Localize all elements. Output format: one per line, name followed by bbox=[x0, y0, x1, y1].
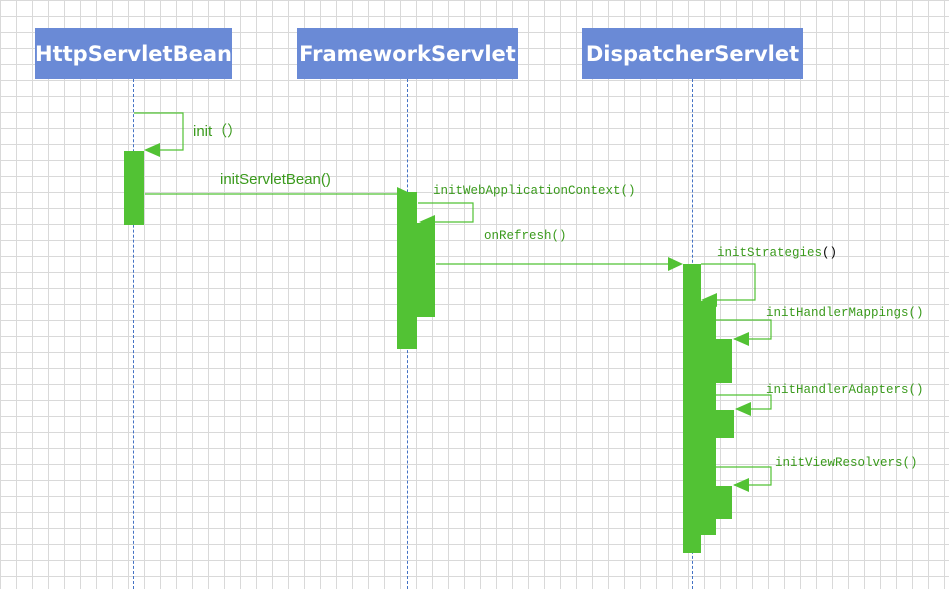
activation-dispatcher-servlet-nested bbox=[701, 301, 716, 535]
arrowhead-init-handler-adapters bbox=[735, 402, 751, 416]
label-init-handler-adapters: initHandlerAdapters() bbox=[766, 383, 924, 397]
label-init-web-application-context: initWebApplicationContext() bbox=[433, 184, 636, 198]
arrowhead-on-refresh bbox=[668, 257, 683, 271]
arrow-init bbox=[134, 112, 184, 151]
activation-http-servlet-bean-init bbox=[124, 151, 144, 225]
participant-http-servlet-bean: HttpServletBean bbox=[35, 28, 232, 79]
label-init: init（） bbox=[193, 123, 243, 140]
label-on-refresh: onRefresh() bbox=[484, 229, 567, 243]
label-init-strategies-name: initStrategies bbox=[717, 246, 823, 260]
arrowhead-init-servlet-bean bbox=[397, 187, 412, 201]
activation-init-view-resolvers bbox=[716, 486, 732, 519]
arrowhead-init bbox=[144, 143, 160, 157]
arrowhead-init-strategies bbox=[701, 293, 717, 307]
label-init-strategies-parens: () bbox=[822, 246, 838, 260]
label-init-strategies: initStrategies() bbox=[717, 246, 837, 260]
arrow-heads bbox=[144, 143, 751, 492]
arrowhead-init-handler-mappings bbox=[733, 332, 749, 346]
arrow-init-strategies bbox=[701, 263, 756, 301]
activation-init-handler-adapters bbox=[716, 410, 734, 438]
arrowhead-init-web-application-context bbox=[419, 215, 435, 229]
arrow-init-handler-mappings bbox=[716, 319, 772, 340]
arrowhead-init-view-resolvers bbox=[733, 478, 749, 492]
activation-framework-servlet bbox=[397, 192, 417, 349]
arrow-init-view-resolvers bbox=[716, 466, 772, 486]
arrow-lines bbox=[134, 112, 772, 486]
participant-dispatcher-servlet: DispatcherServlet bbox=[582, 28, 803, 79]
activation-init-handler-mappings bbox=[716, 339, 732, 383]
arrow-init-handler-adapters bbox=[716, 394, 772, 410]
activation-framework-servlet-nested bbox=[417, 223, 435, 317]
label-init-servlet-bean: initServletBean() bbox=[220, 171, 331, 188]
lifeline-http-servlet-bean bbox=[133, 79, 134, 589]
label-init-handler-mappings: initHandlerMappings() bbox=[766, 306, 924, 320]
arrow-init-web-application-context bbox=[418, 202, 474, 223]
label-init-view-resolvers: initViewResolvers() bbox=[775, 456, 918, 470]
participant-framework-servlet: FrameworkServlet bbox=[297, 28, 518, 79]
activation-dispatcher-servlet bbox=[683, 264, 701, 553]
